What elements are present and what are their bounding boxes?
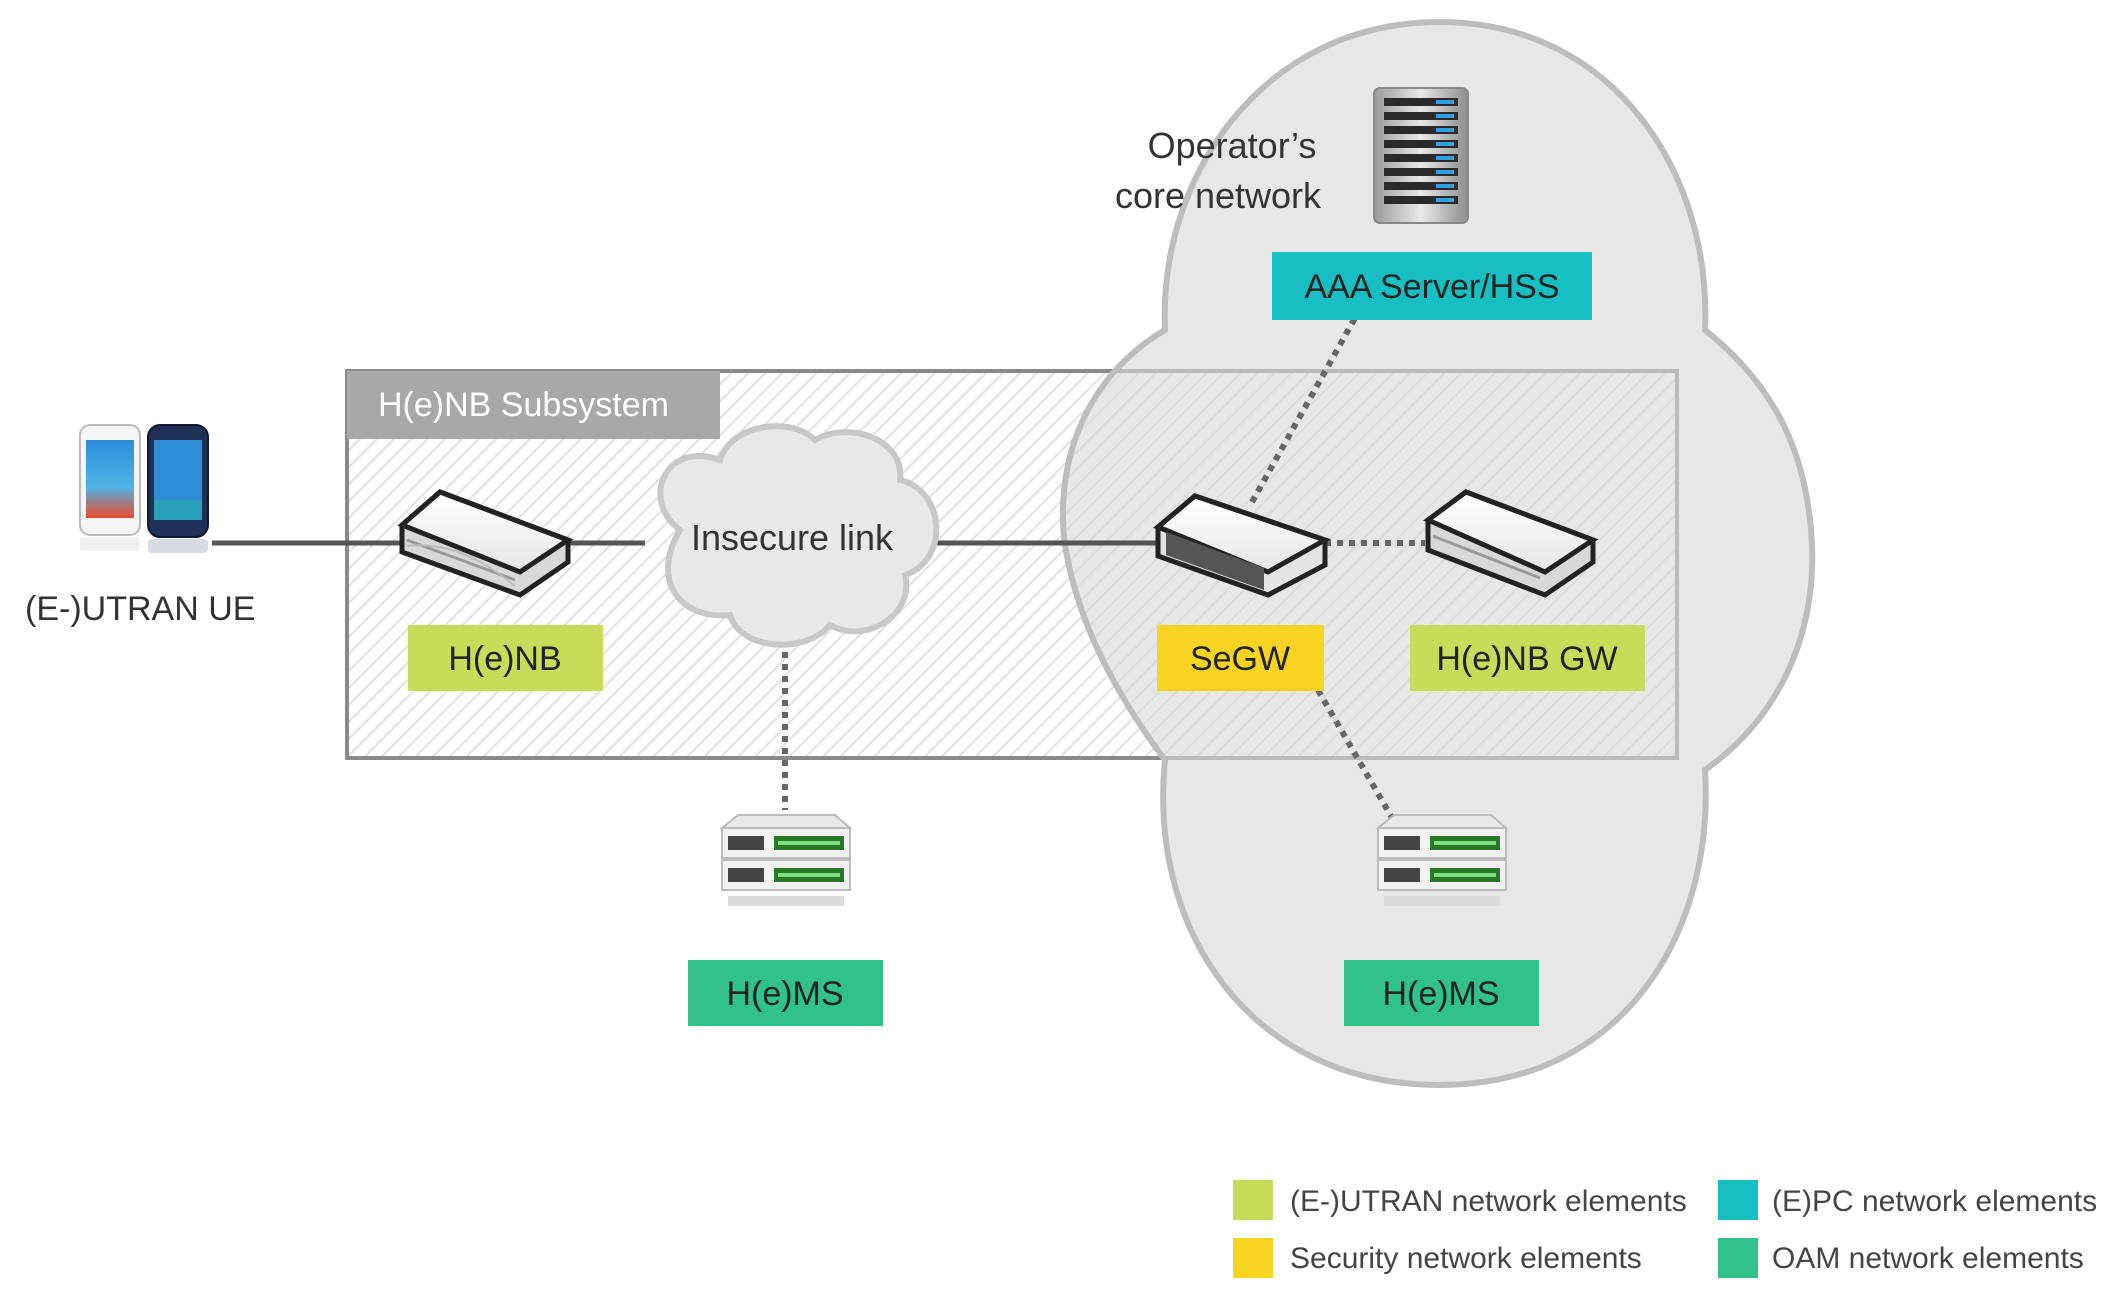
henb-box bbox=[408, 625, 603, 691]
hems-right-label: H(e)MS bbox=[1382, 975, 1499, 1013]
hems-right-server-icon bbox=[1375, 814, 1509, 906]
legend-swatch-security bbox=[1233, 1238, 1273, 1278]
legend-label-epc: (E)PC network elements bbox=[1772, 1185, 2097, 1218]
hems-left-label: H(e)MS bbox=[726, 975, 843, 1013]
aaa-label: AAA Server/HSS bbox=[1304, 268, 1559, 306]
legend-label-eutran: (E-)UTRAN network elements bbox=[1290, 1185, 1687, 1218]
segw-label: SeGW bbox=[1190, 640, 1290, 678]
aaa-server-icon bbox=[1373, 87, 1469, 224]
insecure-link-cloud bbox=[657, 423, 940, 648]
core-network-label-line1: Operator’s bbox=[1148, 125, 1317, 166]
subsystem-title-tab bbox=[347, 371, 720, 439]
henb-gw-label: H(e)NB GW bbox=[1436, 640, 1617, 678]
subsystem-title: H(e)NB Subsystem bbox=[378, 386, 669, 424]
henb-label: H(e)NB bbox=[448, 640, 561, 678]
henb-device-icon bbox=[397, 489, 574, 598]
legend-label-security: Security network elements bbox=[1290, 1242, 1642, 1275]
segw-to-hems-link bbox=[1315, 688, 1398, 825]
henb-gw-device-icon bbox=[1423, 489, 1599, 598]
legend-label-oam: OAM network elements bbox=[1772, 1242, 2084, 1275]
henb-gw-box bbox=[1410, 625, 1645, 691]
hems-right-box bbox=[1344, 960, 1539, 1026]
legend-swatch-epc bbox=[1718, 1180, 1758, 1220]
legend: (E-)UTRAN network elements (E)PC network… bbox=[1233, 1180, 2097, 1278]
ue-label: (E-)UTRAN UE bbox=[25, 590, 255, 628]
insecure-link-label: Insecure link bbox=[691, 517, 894, 558]
segw-box bbox=[1157, 625, 1324, 691]
ue-phones-icon bbox=[79, 424, 209, 553]
legend-swatch-eutran bbox=[1233, 1180, 1273, 1220]
hems-left-server-icon bbox=[719, 814, 853, 906]
segw-device-icon bbox=[1153, 493, 1332, 598]
legend-swatch-oam bbox=[1718, 1238, 1758, 1278]
core-network-label-line2: core network bbox=[1115, 175, 1322, 216]
aaa-box bbox=[1272, 252, 1592, 320]
hems-left-box bbox=[688, 960, 883, 1026]
